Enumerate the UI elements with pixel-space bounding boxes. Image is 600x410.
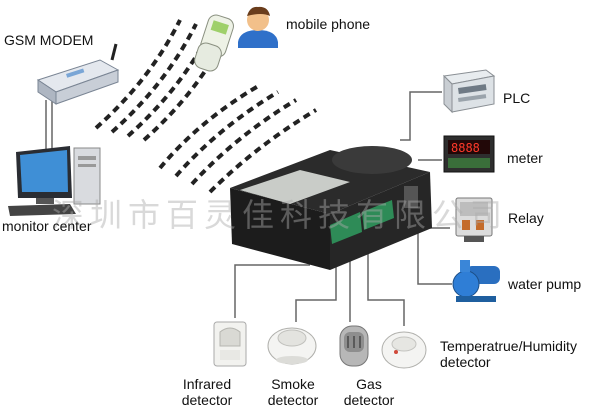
relay-label: Relay [508,210,544,226]
mobile-phone-label: mobile phone [286,16,371,32]
temp-humidity-label-line1: Temperatrue/Humidity [440,338,577,354]
meter-readout: 8888 [451,141,480,155]
watermark-text: 深圳市百灵佳科技有限公司 [52,196,509,234]
temp-humidity-line [367,252,405,326]
infrared-label-line2: detector [181,392,233,408]
gas-detector-label: Gas detector [338,376,400,408]
smoke-label-line1: Smoke [271,376,315,392]
temp-humidity-detector-label: Temperatrue/Humidity detector [440,338,577,370]
smoke-detector-label: Smoke detector [260,376,326,408]
infrared-detector-icon [213,321,247,367]
connection-lines [45,91,452,326]
smoke-detector-icon [267,327,317,365]
infrared-detector-label: Infrared detector [176,376,238,408]
smoke-label-line2: detector [267,392,319,408]
meter-label: meter [507,150,543,166]
smoke-line [295,262,337,322]
monitor-center-label: monitor center [2,218,92,234]
temp-humidity-label-line2: detector [440,354,491,370]
pump-line [417,232,452,285]
mobile-phone-icon [194,14,234,72]
gas-label-line2: detector [343,392,395,408]
gsm-modem-label: GSM MODEM [4,32,94,48]
plc-icon [442,69,496,114]
person-avatar-icon [238,6,278,48]
temp-humidity-detector-icon [381,331,427,369]
plc-line [400,91,442,141]
water-pump-icon [452,260,500,302]
gsm-modem-icon [36,43,120,105]
controller-device-icon [230,146,432,270]
gas-label-line1: Gas [356,376,382,392]
meter-icon: 8888 [443,135,495,173]
monitor-center-icon [8,146,101,216]
gas-detector-icon [339,325,369,367]
water-pump-label: water pump [508,276,582,292]
plc-label: PLC [503,90,531,106]
relay-icon [455,197,493,242]
infrared-line [234,264,310,318]
infrared-label-line1: Infrared [182,376,232,392]
